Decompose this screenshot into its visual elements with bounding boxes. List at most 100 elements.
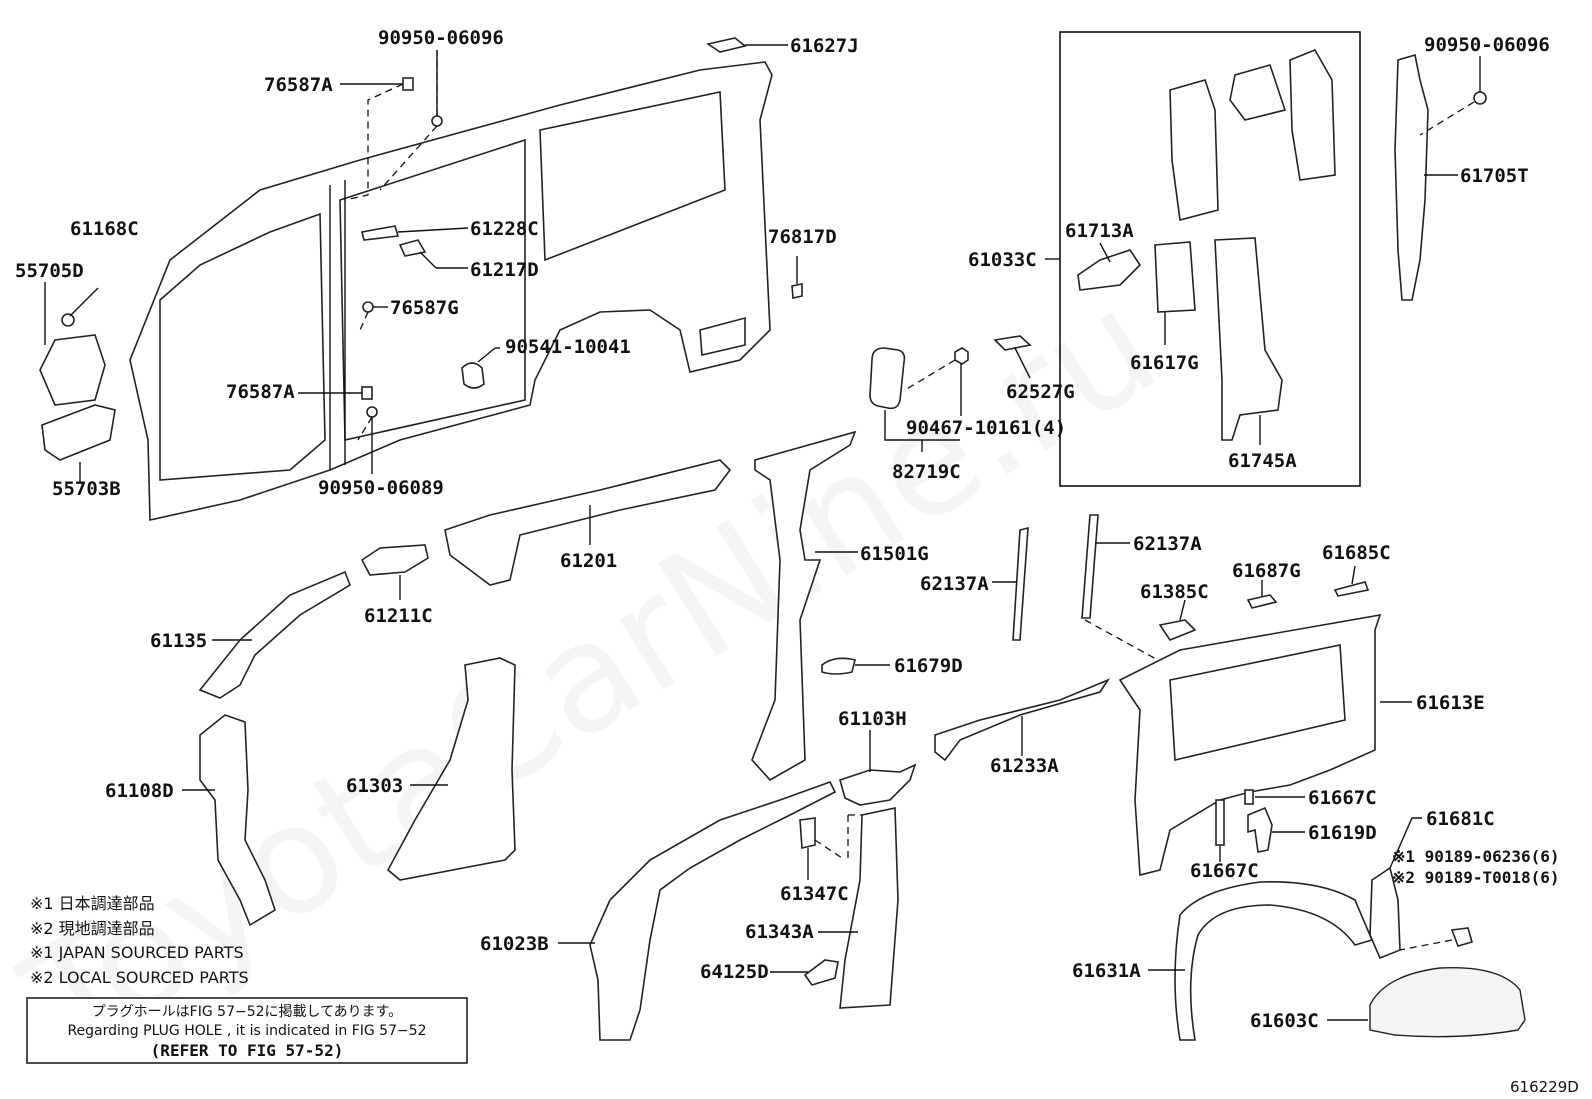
part-64125d bbox=[803, 959, 839, 986]
label-61619d: 61619D bbox=[1308, 822, 1377, 844]
part-61108d bbox=[199, 714, 276, 927]
part-90950-06096-top bbox=[431, 115, 443, 127]
legend-line-2: ※2 現地調達部品 bbox=[30, 919, 155, 938]
label-61228c: 61228C bbox=[470, 218, 539, 240]
part-76587a-mid bbox=[361, 386, 373, 400]
part-inner-bracket bbox=[1229, 64, 1287, 121]
label-61627j: 61627J bbox=[790, 35, 859, 57]
label-61347c: 61347C bbox=[780, 883, 849, 905]
label-62137a-right: 62137A bbox=[1133, 533, 1202, 555]
label-61201: 61201 bbox=[560, 550, 617, 572]
label-61135: 61135 bbox=[150, 630, 207, 652]
part-61631a bbox=[1174, 881, 1374, 1041]
part-90541-10041 bbox=[461, 362, 485, 389]
label-61603c: 61603C bbox=[1250, 1010, 1319, 1032]
label-61613e: 61613E bbox=[1416, 692, 1485, 714]
label-90950-06096-right: 90950-06096 bbox=[1424, 34, 1550, 56]
label-61617g: 61617G bbox=[1130, 352, 1199, 374]
part-61211c bbox=[360, 544, 429, 576]
part-55703b bbox=[41, 404, 116, 461]
label-55705d: 55705D bbox=[15, 260, 84, 282]
label-76587a-top: 76587A bbox=[264, 74, 333, 96]
label-61385c: 61385C bbox=[1140, 581, 1209, 603]
part-61667c-top bbox=[1244, 789, 1254, 805]
part-62137a-right bbox=[1081, 514, 1099, 619]
legend-line-1: ※1 日本調達部品 bbox=[30, 894, 155, 913]
label-61217d: 61217D bbox=[470, 259, 539, 281]
figure-id: 616229D bbox=[1510, 1078, 1579, 1096]
label-55703b: 55703B bbox=[52, 478, 121, 500]
part-82719c bbox=[869, 347, 906, 410]
label-90189-t0018: ※2 90189-T0018(6) bbox=[1392, 868, 1560, 887]
part-76587a-top bbox=[402, 77, 414, 91]
label-61023b: 61023B bbox=[480, 933, 549, 955]
label-76587a-mid: 76587A bbox=[226, 381, 295, 403]
label-61685c: 61685C bbox=[1322, 542, 1391, 564]
part-61201 bbox=[444, 459, 732, 586]
legend-line-3: ※1 JAPAN SOURCED PARTS bbox=[30, 943, 244, 962]
part-61303 bbox=[386, 657, 516, 881]
label-61631a: 61631A bbox=[1072, 960, 1141, 982]
part-90467-10161 bbox=[954, 347, 969, 365]
label-62137a-left: 62137A bbox=[920, 573, 989, 595]
label-61343a: 61343A bbox=[745, 921, 814, 943]
part-61627j bbox=[705, 37, 747, 53]
part-61613e-window bbox=[1169, 644, 1346, 761]
label-61667c-bot: 61667C bbox=[1190, 860, 1259, 882]
label-90467-10161: 90467-10161(4) bbox=[906, 417, 1066, 439]
label-62527g: 62527G bbox=[1006, 381, 1075, 403]
part-61228c bbox=[361, 225, 400, 241]
part-61745a bbox=[1214, 237, 1283, 441]
label-82719c: 82719C bbox=[892, 461, 961, 483]
label-61679d: 61679D bbox=[894, 655, 963, 677]
part-90189-fastener bbox=[1450, 927, 1473, 947]
label-61501g: 61501G bbox=[860, 543, 929, 565]
part-61385c bbox=[1158, 619, 1197, 641]
part-61687g bbox=[1246, 594, 1278, 609]
legend-line-4: ※2 LOCAL SOURCED PARTS bbox=[30, 968, 249, 987]
part-61685c bbox=[1333, 581, 1370, 597]
part-61168c bbox=[61, 313, 75, 327]
part-inner-pillar-b bbox=[1289, 48, 1336, 181]
label-90950-06096-top: 90950-06096 bbox=[378, 27, 504, 49]
label-64125d: 64125D bbox=[700, 961, 769, 983]
label-61103h: 61103H bbox=[838, 708, 907, 730]
part-61347c bbox=[799, 817, 816, 849]
notice-line-2: Regarding PLUG HOLE , it is indicated in… bbox=[67, 1023, 426, 1039]
part-61705t bbox=[1394, 53, 1429, 301]
part-61501g bbox=[751, 430, 857, 782]
part-inner-pillar-a bbox=[1169, 79, 1219, 222]
part-55705d bbox=[39, 334, 106, 406]
part-61103h bbox=[839, 763, 917, 806]
part-61217d bbox=[398, 239, 427, 257]
label-61705t: 61705T bbox=[1460, 165, 1529, 187]
label-61681c: 61681C bbox=[1426, 808, 1495, 830]
label-90950-06089: 90950-06089 bbox=[318, 477, 444, 499]
label-61033c: 61033C bbox=[968, 249, 1037, 271]
part-76817d bbox=[791, 283, 803, 299]
label-61745a: 61745A bbox=[1228, 450, 1297, 472]
part-61667c-bot bbox=[1215, 799, 1225, 846]
part-61617g bbox=[1154, 241, 1196, 313]
label-76817d: 76817D bbox=[768, 226, 837, 248]
part-61233a bbox=[934, 678, 1111, 762]
part-61679d bbox=[821, 657, 856, 675]
label-90541-10041: 90541-10041 bbox=[505, 336, 631, 358]
label-61168c: 61168C bbox=[70, 218, 139, 240]
part-61023b bbox=[589, 781, 837, 1041]
label-76587g: 76587G bbox=[390, 297, 459, 319]
notice-line-1: プラグホールはFIG 57−52に掲載してあります。 bbox=[92, 1004, 403, 1020]
notice-line-3: (REFER TO FIG 57-52) bbox=[151, 1041, 344, 1060]
label-61713a: 61713A bbox=[1065, 220, 1134, 242]
part-61343a bbox=[839, 807, 899, 1009]
notice-box bbox=[26, 997, 468, 1064]
part-61603c bbox=[1369, 966, 1526, 1038]
label-61687g: 61687G bbox=[1232, 560, 1301, 582]
label-61108d: 61108D bbox=[105, 780, 174, 802]
label-61211c: 61211C bbox=[364, 605, 433, 627]
part-62527g bbox=[993, 335, 1032, 351]
part-90950-06096-right bbox=[1473, 91, 1487, 105]
label-61303: 61303 bbox=[346, 775, 403, 797]
